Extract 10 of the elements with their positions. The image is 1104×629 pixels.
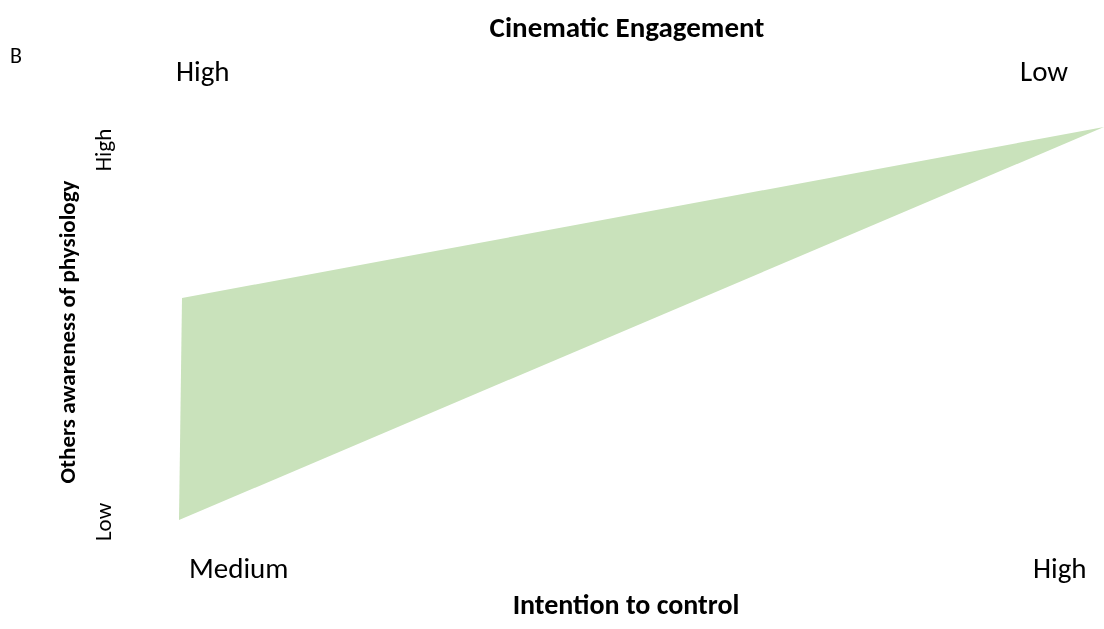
axis-end-label: Low <box>1020 56 1069 88</box>
axis-end-label: Low <box>91 502 117 542</box>
panel-letter: B <box>10 44 22 69</box>
axis-end-label: High <box>1033 553 1087 585</box>
axis-end-label: High <box>91 128 117 172</box>
axis-title: Cinematic Engagement <box>489 12 765 44</box>
axis-end-label: High <box>176 56 230 88</box>
axis-title: Others awareness of physiology <box>55 180 81 484</box>
axis-title: Intention to control <box>512 590 740 621</box>
axis-end-label: Medium <box>189 553 289 585</box>
